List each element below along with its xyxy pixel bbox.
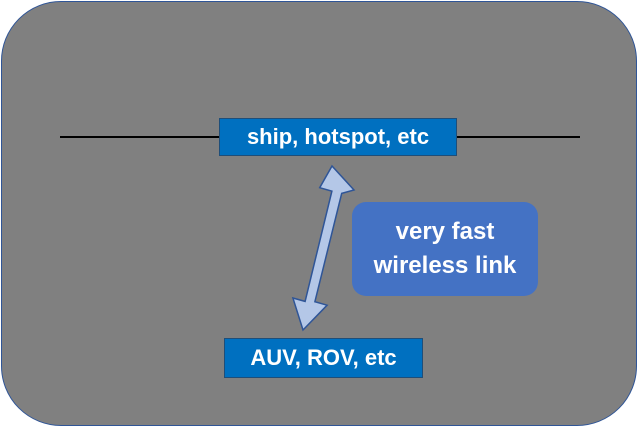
- auv-rov-node: AUV, ROV, etc: [224, 338, 423, 378]
- auv-rov-label: AUV, ROV, etc: [250, 345, 397, 370]
- wireless-link-callout: very fast wireless link: [352, 202, 538, 296]
- callout-line-2: wireless link: [373, 252, 517, 279]
- ship-hotspot-node: ship, hotspot, etc: [219, 118, 457, 156]
- callout-line-1: very fast: [395, 218, 495, 245]
- ship-hotspot-label: ship, hotspot, etc: [246, 124, 430, 149]
